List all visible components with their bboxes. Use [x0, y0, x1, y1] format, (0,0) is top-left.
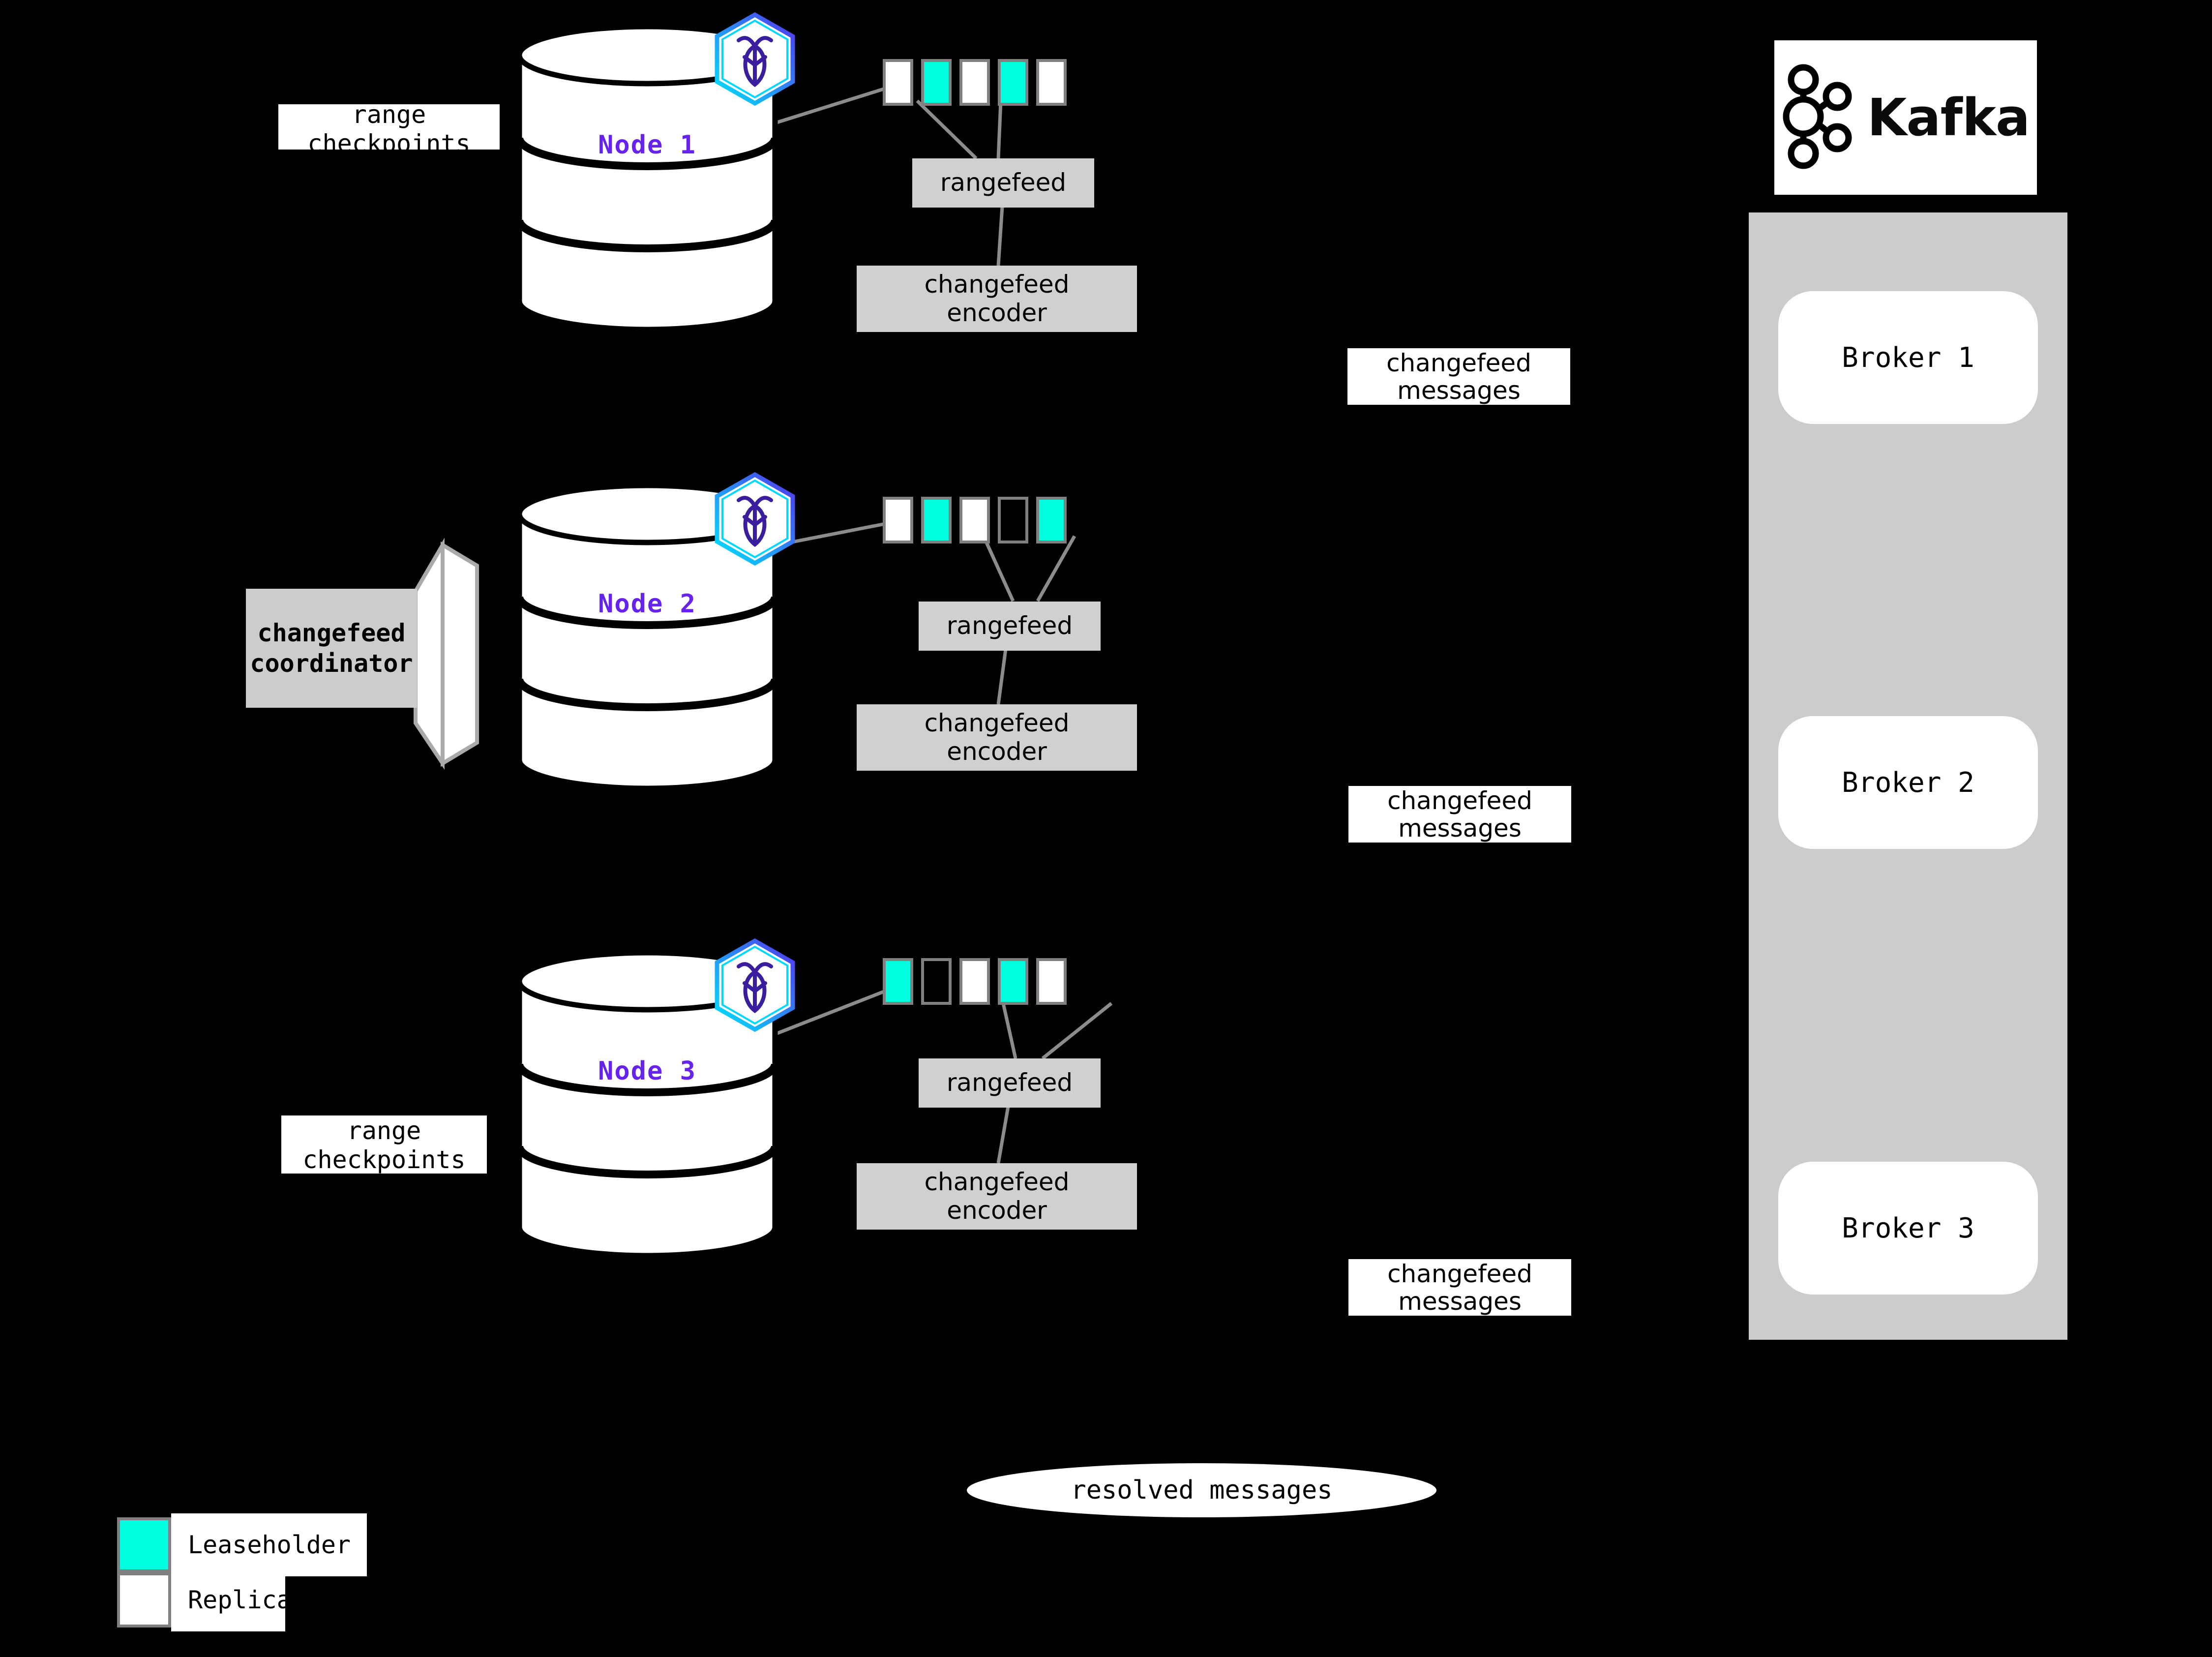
range-box-replica	[959, 59, 990, 106]
node-1-rangefeed-box[interactable]: rangefeed	[912, 158, 1094, 208]
messages-line2: messages	[1398, 1287, 1522, 1316]
range-box-empty	[921, 958, 952, 1005]
broker-label: Broker 1	[1842, 341, 1974, 374]
broker-2-box[interactable]: Broker 2	[1778, 716, 2038, 849]
incoming-arrow-marker	[2068, 331, 2105, 358]
broker-1-box[interactable]: Broker 1	[1778, 291, 2038, 424]
cockroachdb-hexagon-icon	[708, 470, 802, 570]
messages-line1: changefeed	[1387, 786, 1532, 815]
node-2-cylinder	[514, 484, 780, 789]
range-checkpoints-line2: checkpoints	[307, 129, 471, 158]
node-2-range-row	[883, 497, 1067, 543]
node-3-changefeed-encoder-box[interactable]: changefeed encoder	[857, 1163, 1137, 1230]
legend-swatch-replica	[117, 1572, 171, 1627]
range-checkpoints-line1: range	[347, 1116, 421, 1145]
coordinator-label-line1: changefeed	[257, 618, 406, 647]
broker-label: Broker 2	[1842, 766, 1974, 799]
rangefeed-label: rangefeed	[946, 611, 1073, 640]
encoder-label-line2: encoder	[947, 298, 1047, 327]
range-box-leaseholder	[921, 497, 952, 543]
range-box-replica	[883, 497, 913, 543]
rangefeed-label: rangefeed	[946, 1068, 1073, 1097]
range-box-replica	[1036, 958, 1067, 1005]
messages-line2: messages	[1398, 813, 1522, 843]
range-box-leaseholder	[998, 59, 1028, 106]
changefeed-coordinator-box[interactable]: changefeed coordinator	[246, 589, 417, 708]
range-box-replica	[959, 497, 990, 543]
changefeed-messages-label-3: changefeed messages	[1348, 1259, 1571, 1316]
range-box-leaseholder	[1036, 497, 1067, 543]
encoder-label-line1: changefeed	[924, 1168, 1070, 1196]
kafka-wordmark: Kafka	[1867, 88, 2030, 148]
coordinator-label-line2: coordinator	[250, 649, 413, 678]
node-1-range-row	[883, 59, 1067, 106]
range-box-leaseholder	[883, 958, 913, 1005]
encoder-label-line2: encoder	[947, 1196, 1047, 1225]
broker-label: Broker 3	[1842, 1212, 1974, 1244]
kafka-logo-card: Kafka	[1774, 40, 2037, 195]
legend-swatch-leaseholder	[117, 1517, 171, 1572]
messages-line1: changefeed	[1386, 348, 1531, 377]
node-1-cylinder	[514, 26, 780, 331]
encoder-label-line1: changefeed	[924, 709, 1070, 737]
node-2-rangefeed-box[interactable]: rangefeed	[919, 602, 1101, 651]
range-box-leaseholder	[998, 958, 1028, 1005]
range-box-replica	[883, 59, 913, 106]
node-3-range-row	[883, 958, 1067, 1005]
encoder-label-line2: encoder	[947, 737, 1047, 766]
resolved-messages-label: resolved messages	[1071, 1476, 1333, 1505]
node-1-changefeed-encoder-box[interactable]: changefeed encoder	[857, 266, 1137, 332]
changefeed-messages-label-2: changefeed messages	[1348, 786, 1571, 843]
range-checkpoints-line2: checkpoints	[302, 1145, 466, 1174]
node-2-label: Node 2	[598, 589, 696, 619]
resolved-messages-pill: resolved messages	[967, 1463, 1436, 1517]
node-3-range-checkpoints-label: range checkpoints	[281, 1115, 487, 1174]
kafka-nodes-icon	[1782, 64, 1856, 171]
cockroachdb-hexagon-icon	[708, 10, 802, 110]
rangefeed-label: rangefeed	[940, 168, 1067, 197]
node-1-label: Node 1	[598, 130, 696, 160]
legend-label-leaseholder: Leaseholder	[171, 1513, 367, 1576]
kafka-broker-panel: Broker 1 Broker 2 Broker 3	[1749, 212, 2067, 1340]
range-box-replica	[959, 958, 990, 1005]
node-3-label: Node 3	[598, 1056, 696, 1086]
range-box-replica	[1036, 59, 1067, 106]
broker-3-box[interactable]: Broker 3	[1778, 1162, 2038, 1295]
legend-label-replica: Replica	[171, 1568, 292, 1631]
encoder-label-line1: changefeed	[924, 270, 1070, 299]
cockroachdb-hexagon-icon	[708, 936, 802, 1036]
messages-line1: changefeed	[1387, 1259, 1532, 1288]
node-1-range-checkpoints-label: range checkpoints	[278, 100, 500, 158]
range-checkpoints-line1: range	[352, 100, 426, 129]
messages-line2: messages	[1397, 376, 1521, 405]
range-box-leaseholder	[921, 59, 952, 106]
node-2-changefeed-encoder-box[interactable]: changefeed encoder	[857, 704, 1137, 771]
changefeed-messages-label-1: changefeed messages	[1347, 348, 1570, 405]
node-3-cylinder	[514, 952, 780, 1257]
node-3-rangefeed-box[interactable]: rangefeed	[919, 1058, 1101, 1108]
range-box-empty	[998, 497, 1028, 543]
